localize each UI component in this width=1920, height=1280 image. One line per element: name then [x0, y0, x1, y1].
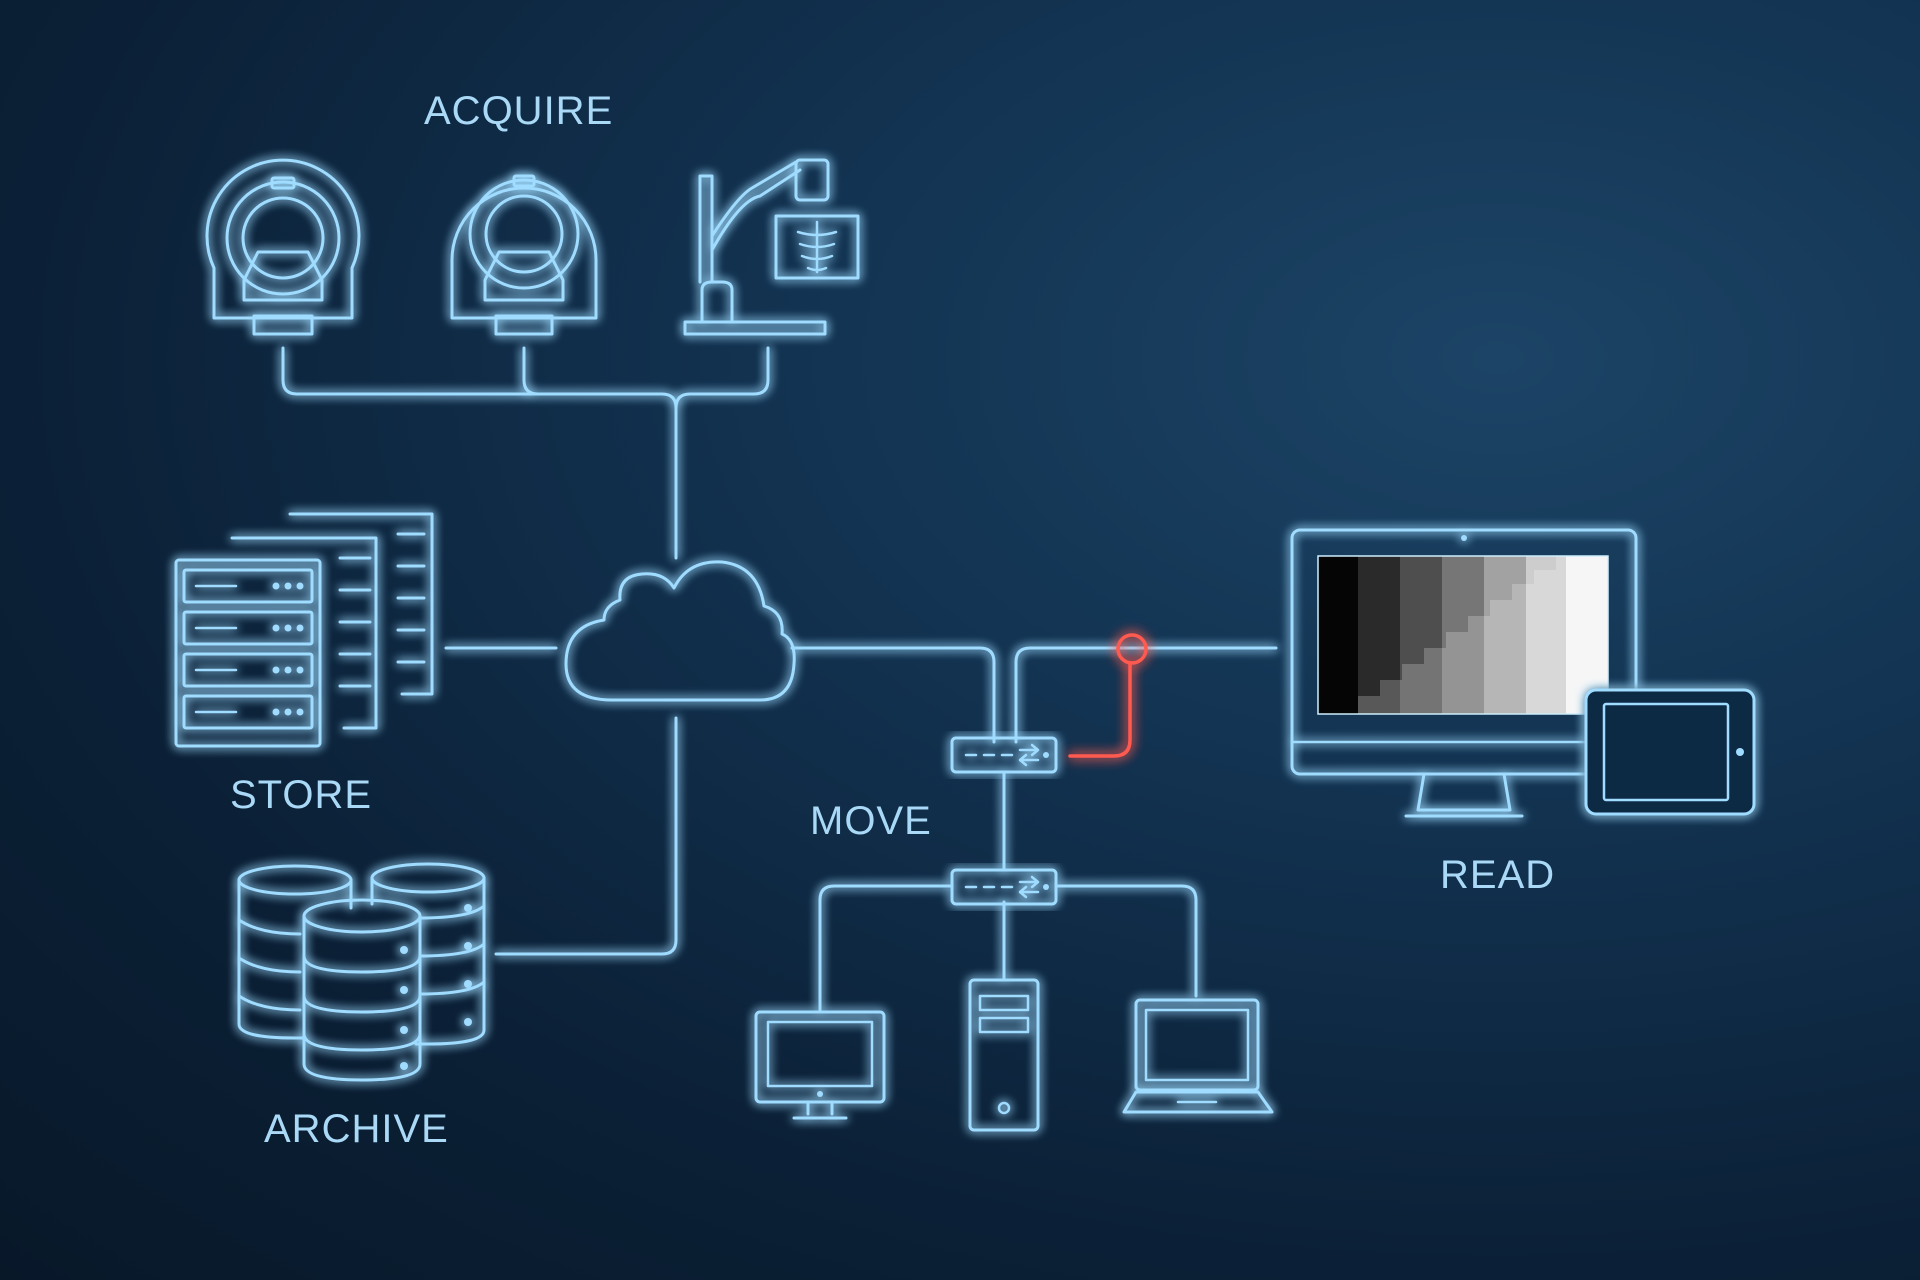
label-archive: ARCHIVE	[264, 1107, 449, 1151]
tablet-icon	[1584, 688, 1756, 816]
label-move: MOVE	[810, 799, 932, 843]
label-store: STORE	[230, 773, 372, 817]
cloud-icon	[564, 560, 796, 702]
database-icon	[237, 862, 486, 1082]
reading-workstation-icon	[1290, 528, 1638, 818]
server-rack-icon	[174, 512, 434, 748]
label-acquire: ACQUIRE	[424, 89, 613, 133]
xray-image-screen	[1317, 555, 1609, 715]
highlight-path	[1068, 633, 1148, 758]
desktop-monitor-icon	[754, 1010, 886, 1120]
xray-machine-icon	[683, 158, 860, 336]
mri-scanner-icon	[205, 158, 361, 336]
network-switch-icon	[950, 736, 1058, 774]
connection-lines	[281, 346, 1278, 1012]
network-switch-icon	[950, 868, 1058, 906]
ct-scanner-icon	[450, 174, 598, 336]
highlight-node-icon	[1116, 633, 1148, 665]
tower-pc-icon	[968, 978, 1040, 1132]
laptop-icon	[1122, 998, 1274, 1114]
label-read: READ	[1440, 853, 1555, 897]
